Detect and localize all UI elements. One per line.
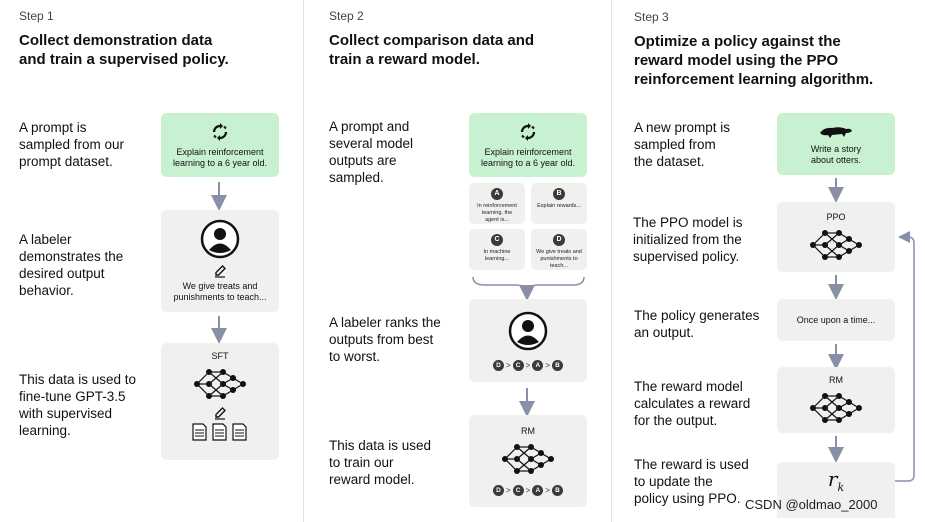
pencil-icon bbox=[215, 407, 226, 420]
column-divider-1 bbox=[303, 0, 304, 522]
step3-ppo-box: PPO bbox=[777, 202, 895, 272]
step3-rm-box: RM bbox=[777, 367, 895, 433]
output-card-b: B Explain rewards... bbox=[531, 183, 587, 224]
step3-output-box: Once upon a time... bbox=[777, 299, 895, 341]
rm-label: RM bbox=[521, 426, 535, 436]
ranking-row: D> C> A> B bbox=[492, 485, 563, 496]
step3-label: Step 3 bbox=[634, 10, 669, 24]
neural-network-icon bbox=[810, 229, 862, 260]
step2-ranking-box: D> C> A> B bbox=[469, 299, 587, 382]
step1-sft-box: SFT bbox=[161, 343, 279, 460]
otter-icon bbox=[820, 126, 852, 138]
neural-network-icon bbox=[194, 369, 246, 399]
ppo-label: PPO bbox=[826, 211, 846, 222]
recycle-icon bbox=[520, 122, 536, 141]
watermark: CSDN @oldmao_2000 bbox=[745, 497, 878, 512]
ranking-row: D> C> A> B bbox=[492, 359, 563, 371]
output-letter-badge: A bbox=[491, 188, 503, 200]
bracket-s2-outputs bbox=[472, 276, 585, 293]
step2-rm-box: RM D> C> A> B bbox=[469, 415, 587, 507]
sft-label: SFT bbox=[211, 351, 229, 361]
pencil-icon bbox=[215, 265, 226, 278]
output-letter-badge: C bbox=[491, 234, 503, 246]
output-letter-badge: B bbox=[553, 188, 565, 200]
step1-label: Step 1 bbox=[19, 9, 54, 23]
rm-label: RM bbox=[829, 374, 843, 385]
documents-icon bbox=[192, 423, 247, 441]
recycle-icon bbox=[212, 122, 228, 141]
neural-network-icon bbox=[502, 444, 554, 474]
step3-reward-box: rk bbox=[777, 462, 895, 518]
labeler-avatar-icon bbox=[200, 219, 240, 259]
labeler-avatar-icon bbox=[508, 311, 548, 350]
column-divider-2 bbox=[611, 0, 612, 522]
neural-network-icon bbox=[810, 392, 862, 423]
output-letter-badge: D bbox=[553, 234, 565, 246]
feedback-loop-arrow bbox=[895, 231, 915, 482]
step2-label: Step 2 bbox=[329, 9, 364, 23]
reward-symbol: rk bbox=[827, 466, 845, 494]
